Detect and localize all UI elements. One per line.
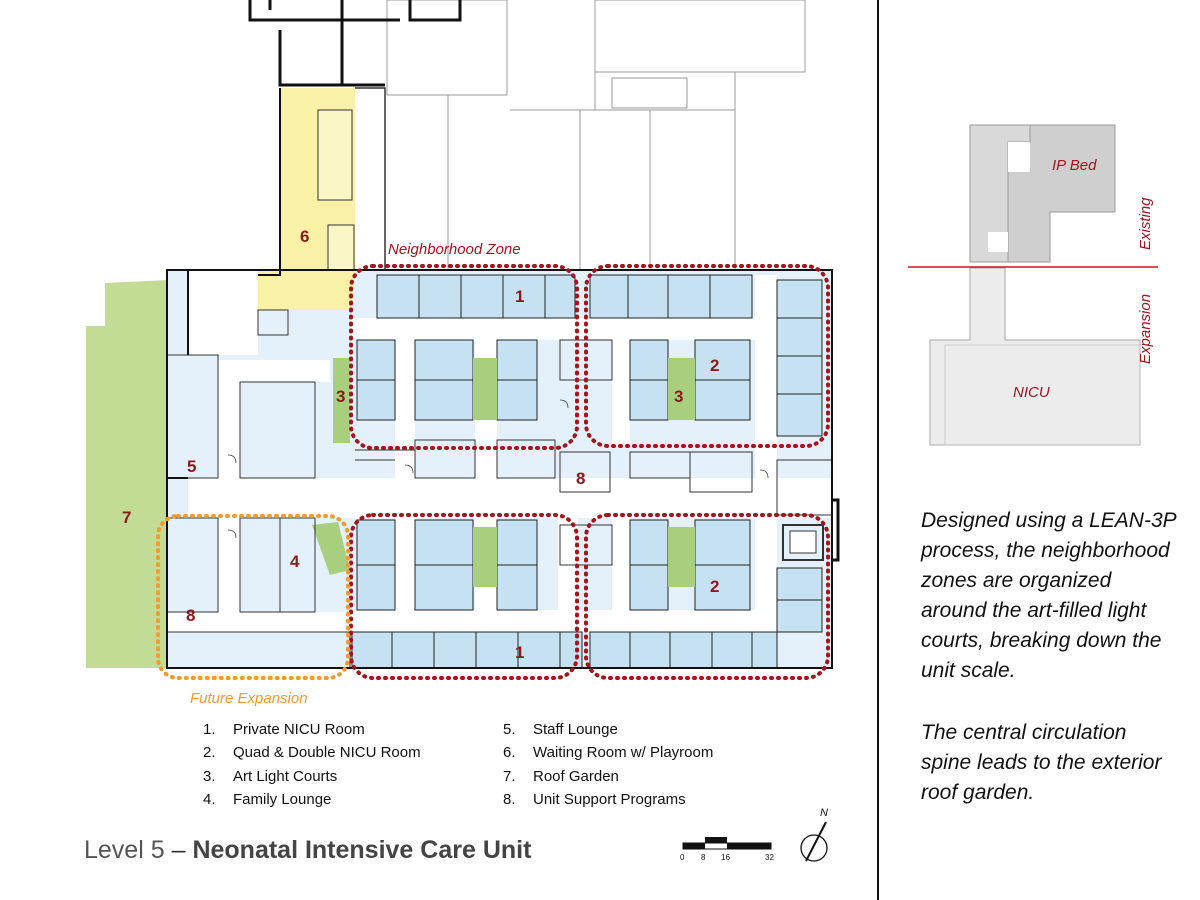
legend-item-text: Art Light Courts <box>233 767 338 785</box>
room-number-3-right: 3 <box>674 387 683 406</box>
legend-item-number: 5. <box>503 721 516 738</box>
vertical-divider <box>877 0 879 900</box>
legend-item-text: Waiting Room w/ Playroom <box>533 744 714 762</box>
room-number-5: 5 <box>187 457 196 476</box>
title-dash: – <box>171 836 186 864</box>
room-number-2-top: 2 <box>710 356 719 375</box>
scale-bar: 0 8 16 32 <box>680 837 774 862</box>
scale-tick-0: 0 <box>680 853 685 862</box>
legend-item-number: 4. <box>203 791 216 809</box>
title-unit-name: Neonatal Intensive Care Unit <box>192 836 532 864</box>
room-number-8-mid: 8 <box>576 469 585 488</box>
legend-right: 5. Staff Lounge 6. Waiting Room w/ Playroo… <box>503 718 713 812</box>
title-level: Level 5 <box>84 836 165 864</box>
legend-item-number: 7. <box>503 767 516 785</box>
room-numbers: 1 1 2 2 3 3 4 5 6 7 8 8 <box>122 227 719 662</box>
legend-item: 2. Quad & Double NICU Room <box>203 741 421 764</box>
nicu-rooms <box>351 274 823 669</box>
room-number-1-top: 1 <box>515 287 524 306</box>
room-number-7: 7 <box>122 508 131 527</box>
future-expansion-outline <box>156 514 350 680</box>
legend-item-number: 3. <box>203 767 216 785</box>
room-number-6: 6 <box>300 227 309 246</box>
key-plan: IP Bed NICU Existing Expansion <box>908 124 1158 446</box>
key-plan-existing-label: Existing <box>1137 197 1154 250</box>
room-number-4: 4 <box>290 552 300 571</box>
building-walls <box>166 269 840 669</box>
room-number-2-bottom: 2 <box>710 577 719 596</box>
roof-garden-area <box>86 279 188 668</box>
page-title: Level 5 – Neonatal Intensive Care Unit <box>84 836 531 865</box>
legend-item-text: Unit Support Programs <box>533 791 686 809</box>
room-number-3-left: 3 <box>336 387 345 406</box>
neighborhood-zone-outlines <box>349 264 830 680</box>
scale-tick-32: 32 <box>765 853 774 862</box>
legend-item: 6. Waiting Room w/ Playroom <box>503 741 713 764</box>
future-expansion-label: Future Expansion <box>190 690 308 707</box>
key-plan-expansion-label: Expansion <box>1137 294 1154 364</box>
corridors <box>167 275 833 633</box>
existing-walls <box>248 0 462 87</box>
room-number-1-bottom: 1 <box>515 643 524 662</box>
key-plan-ip-bed-label: IP Bed <box>1052 157 1097 174</box>
legend-item: 3. Art Light Courts <box>203 765 421 788</box>
scale-tick-16: 16 <box>721 853 730 862</box>
legend-item: 8. Unit Support Programs <box>503 788 713 811</box>
door-swings <box>227 399 769 539</box>
legend-item-text: Family Lounge <box>233 791 332 809</box>
legend-item-number: 6. <box>503 744 516 762</box>
key-plan-nicu-label: NICU <box>1013 384 1050 401</box>
north-arrow-icon: N <box>800 807 828 862</box>
neighborhood-zone-label: Neighborhood Zone <box>388 241 521 258</box>
legend-item: 4. Family Lounge <box>203 788 421 811</box>
legend-item-text: Private NICU Room <box>233 721 365 738</box>
north-label: N <box>820 807 828 819</box>
legend-left: 1. Private NICU Room 2. Quad & Double NICU… <box>203 718 421 812</box>
legend-item-number: 2. <box>203 744 216 762</box>
legend-item-text: Staff Lounge <box>533 721 618 738</box>
scale-tick-8: 8 <box>701 853 706 862</box>
legend-item-number: 8. <box>503 791 516 809</box>
legend-item: 1. Private NICU Room <box>203 718 421 741</box>
legend-item-text: Roof Garden <box>533 767 619 785</box>
legend-item-number: 1. <box>203 721 216 738</box>
legend-item-text: Quad & Double NICU Room <box>233 744 421 762</box>
legend-item: 5. Staff Lounge <box>503 718 713 741</box>
light-courts <box>312 358 695 587</box>
description-paragraph-1: Designed using a LEAN-3P process, the ne… <box>921 509 1176 682</box>
room-number-8-left: 8 <box>186 606 195 625</box>
legend-item: 7. Roof Garden <box>503 765 713 788</box>
existing-building-outline <box>386 0 806 270</box>
description-paragraph-2: The central circulation spine leads to t… <box>921 721 1162 804</box>
